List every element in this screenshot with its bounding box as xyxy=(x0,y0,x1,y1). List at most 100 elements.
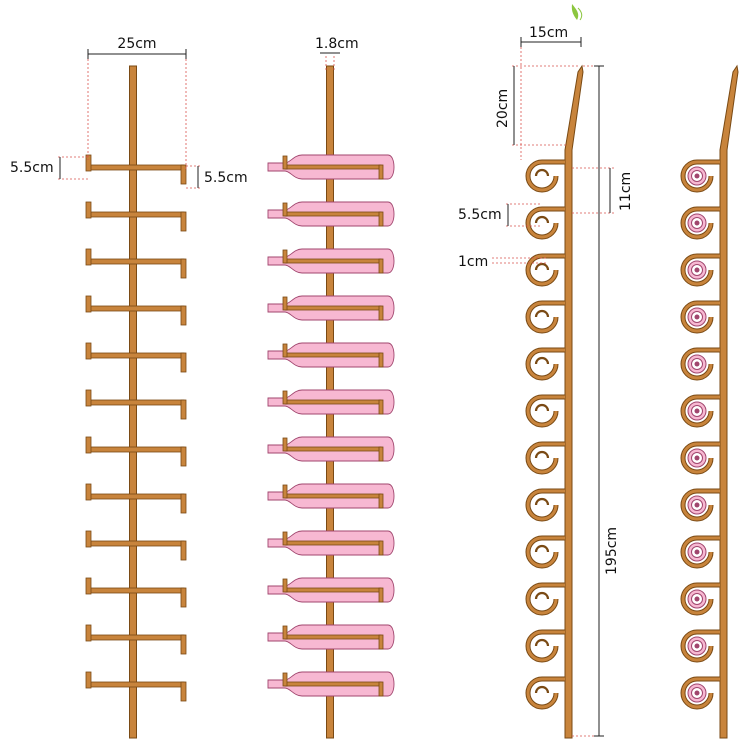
arm-right-hook xyxy=(180,164,187,185)
ring-core xyxy=(534,356,550,365)
bottle-arm-hook xyxy=(378,493,384,509)
side-ring xyxy=(525,535,565,569)
bottle-arm-post xyxy=(282,249,288,264)
arm-right-hook xyxy=(180,211,187,232)
arm-right-hook xyxy=(180,587,187,608)
side-rings xyxy=(525,159,565,710)
side-bottle xyxy=(680,206,720,240)
bottle-row xyxy=(267,577,395,603)
bottle-row xyxy=(267,248,395,274)
front-arm xyxy=(85,389,187,420)
arm-bar xyxy=(87,634,185,641)
top-height-label: 20cm xyxy=(495,89,511,128)
ring-gap-dimension: 1cm xyxy=(458,254,548,270)
side-bottle xyxy=(680,629,720,663)
side-ring-fill xyxy=(681,254,720,286)
bottle-row xyxy=(267,530,395,556)
side-ring xyxy=(525,159,565,193)
ring-inner xyxy=(526,395,565,427)
bottle-arm-post xyxy=(282,625,288,640)
ring-inner xyxy=(526,348,565,380)
side-bottle xyxy=(680,300,720,334)
side-ring-fill xyxy=(681,630,720,662)
bottle-arm-bar xyxy=(284,446,382,452)
ring-core xyxy=(534,450,550,459)
arm-left-post xyxy=(85,483,92,501)
depth-label: 15cm xyxy=(529,25,568,41)
ring-core xyxy=(534,168,550,177)
bottle-arm-bar xyxy=(284,587,382,593)
arm-right-hook xyxy=(180,305,187,326)
bottle-arm-post xyxy=(282,484,288,499)
bottle-row xyxy=(267,436,395,462)
bottle-arm-bar xyxy=(284,493,382,499)
ring-inner xyxy=(526,160,565,192)
side-ring-fill xyxy=(681,536,720,568)
bottle-end-center xyxy=(694,549,700,555)
bottle-arm-bar xyxy=(284,681,382,687)
side-pole xyxy=(564,64,584,739)
side-view-rack: 15cm 20cm 11cm 5.5cm 1cm xyxy=(458,4,634,739)
bottle-row xyxy=(267,624,395,650)
side-ring-fill xyxy=(681,301,720,333)
arm-left-post xyxy=(85,248,92,266)
side-ring xyxy=(525,206,565,240)
bottle-arm-post xyxy=(282,155,288,170)
side-ring xyxy=(525,394,565,428)
front-arm xyxy=(85,436,187,467)
arm-bar xyxy=(87,305,185,312)
bottle-row xyxy=(267,483,395,509)
bottle-arm-post xyxy=(282,296,288,311)
bottle-arm-hook xyxy=(378,634,384,650)
front-arms xyxy=(85,154,187,702)
ring-inner xyxy=(526,677,565,709)
ring-inner xyxy=(526,207,565,239)
ring-core xyxy=(534,403,550,412)
ring-inner xyxy=(526,630,565,662)
arm-height-dimension: 5.5cm xyxy=(10,156,90,180)
side-bottle xyxy=(680,394,720,428)
arm-left-post xyxy=(85,295,92,313)
ring-core xyxy=(534,215,550,224)
arm-right-hook xyxy=(180,540,187,561)
bottle-arm-hook xyxy=(378,587,384,603)
arm-left-post xyxy=(85,389,92,407)
arm-left-post xyxy=(85,530,92,548)
side-bottle xyxy=(680,488,720,522)
side-bottle-pole xyxy=(719,64,739,739)
bottle-row xyxy=(267,389,395,415)
bottle-arm-post xyxy=(282,672,288,687)
bottle-arm-bar xyxy=(284,211,382,217)
front-arm xyxy=(85,671,187,702)
front-arm xyxy=(85,201,187,232)
total-height-dimension: 195cm xyxy=(572,65,620,737)
arm-bar xyxy=(87,446,185,453)
arm-right-hook xyxy=(180,258,187,279)
side-ring xyxy=(525,347,565,381)
side-ring xyxy=(525,300,565,334)
bottle-arm-hook xyxy=(378,446,384,462)
front-view-with-bottles: 1.8cm xyxy=(267,36,395,739)
arm-bar xyxy=(87,540,185,547)
front-arm xyxy=(85,624,187,655)
side-ring-fill xyxy=(681,348,720,380)
arm-bar xyxy=(87,587,185,594)
bottle-arm-post xyxy=(282,202,288,217)
side-bottle xyxy=(680,253,720,287)
front-arm xyxy=(85,530,187,561)
bottle-arm-hook xyxy=(378,540,384,556)
side-view-with-bottles xyxy=(680,64,739,739)
arm-left-post xyxy=(85,342,92,360)
bottle-end-center xyxy=(694,643,700,649)
bottle-arm-post xyxy=(282,437,288,452)
bottle-end-center xyxy=(694,502,700,508)
bottle-arm-bar xyxy=(284,164,382,170)
ring-inner xyxy=(526,442,565,474)
bottle-end-center xyxy=(694,220,700,226)
bottle-row xyxy=(267,201,395,227)
side-bottle xyxy=(680,441,720,475)
arm-height-label: 5.5cm xyxy=(10,160,54,176)
front-arm xyxy=(85,295,187,326)
side-ring-fill xyxy=(681,160,720,192)
rod-diameter-dimension: 1.8cm xyxy=(315,36,359,70)
